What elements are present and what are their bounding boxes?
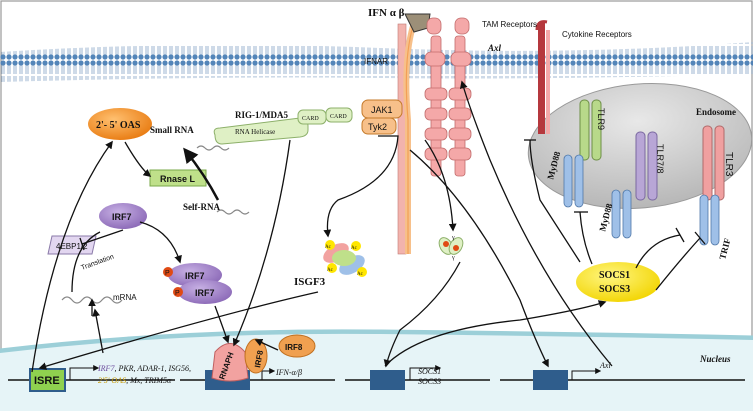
rnaph-shape: [211, 343, 249, 382]
irf8-free-label: IRF8: [285, 343, 303, 352]
cytokine-receptor: Cytokine Receptors: [535, 20, 632, 134]
ifn-ab-label: IFN α β: [368, 7, 405, 19]
axl-promoter-box: [533, 370, 568, 390]
gamma-label-2: γ: [451, 255, 455, 261]
gamma-label-1: γ: [451, 235, 455, 241]
isgf3-complex: Ac Ac Ac Ac: [323, 240, 367, 277]
isgf3-label: ISGF3: [294, 276, 326, 288]
irf7-single: [99, 203, 147, 229]
oas-label: 2'- 5' OAS: [96, 120, 141, 131]
ebp-label: 4EBP1/2: [56, 242, 88, 251]
rig1-mda5: RNA Helicase CARD CARD RIG-1/MDA5: [213, 107, 353, 145]
irf8-bound-label: IRF8: [253, 349, 265, 368]
isre-box: [29, 368, 66, 392]
socs3-gene-label: SOCS3: [418, 377, 441, 386]
ifnar-label: IFNAR: [364, 57, 388, 66]
axl-receptor-label: Axl: [487, 43, 502, 53]
irf7-single-label: IRF7: [112, 212, 132, 222]
tyk2-box: [361, 117, 397, 135]
rnase-l-label: Rnase L: [160, 174, 196, 184]
self-rna-label: Self-RNA: [183, 202, 220, 212]
nucleus-label: Nucleus: [699, 354, 731, 364]
ac-label-2: Ac: [351, 246, 358, 251]
mrna-label: mRNA: [113, 293, 137, 302]
tlr9-receptor: TLR9: [579, 99, 606, 161]
irf7-dimer-label-1: IRF7: [185, 271, 205, 281]
isg-line1-rest: , PKR, ADAR-1, ISG56,: [114, 364, 191, 373]
socs3-label: SOCS3: [599, 284, 630, 295]
irf8-bound: [244, 338, 268, 374]
cytokine-receptors-label: Cytokine Receptors: [562, 30, 632, 39]
isg-list-line2: 2'5' OAS, Mx, TRIM5α: [98, 376, 172, 385]
card-label-2: CARD: [330, 114, 347, 120]
tam-receptor: [424, 17, 472, 177]
isg-oas-text: 2'5' OAS: [98, 376, 126, 385]
irf7-dimer: IRF7 IRF7 P P: [163, 263, 232, 304]
tss-arrows: [69, 365, 602, 380]
irf7-dimer-label-2: IRF7: [195, 288, 215, 298]
socs-promoter-box: [370, 370, 405, 390]
phospho-label-2: P: [175, 290, 180, 297]
rna-helicase-label: RNA Helicase: [235, 128, 275, 136]
ifn-gene-label: IFN-α/β: [275, 368, 302, 377]
ac-label-4: Ac: [357, 272, 364, 277]
tlr78-label: TLR7/8: [655, 144, 665, 174]
tyk2-label: Tyk2: [368, 122, 387, 132]
tlr78-receptor: TLR7/8: [635, 131, 665, 201]
socs1-label: SOCS1: [599, 270, 630, 281]
isg-list-line1: IRF7, PKR, ADAR-1, ISG56,: [97, 364, 191, 373]
inhibition-lines: [79, 139, 706, 291]
plasma-membrane: [0, 42, 753, 82]
ac-label-1: Ac: [325, 245, 332, 250]
card-label-1: CARD: [302, 116, 319, 122]
oas-ellipse: [88, 108, 152, 140]
jak1-label: JAK1: [371, 105, 393, 115]
endosome-label: Endosome: [696, 107, 736, 117]
tlr3-receptor: TLR3: [702, 125, 734, 201]
rig1-mda5-label: RIG-1/MDA5: [235, 110, 288, 120]
stat-gamma-dimer: γ γ: [438, 235, 464, 261]
isg-irf7-text: IRF7: [97, 364, 115, 373]
tlr3-label: TLR3: [723, 152, 734, 177]
ifnar-receptor: IFN α β IFNAR: [364, 7, 431, 255]
phospho-label-1: P: [165, 270, 170, 277]
tir-domains: [563, 154, 720, 246]
isg-line2-rest: , Mx, TRIM5α: [126, 376, 172, 385]
irf8-free: [278, 334, 316, 358]
signaling-arrows: [31, 80, 613, 373]
isre-label: ISRE: [34, 375, 60, 387]
socs1-gene-label: SOCS1: [418, 367, 441, 376]
tlr9-label: TLR9: [596, 108, 606, 130]
axl-gene-label: Axl: [599, 361, 611, 370]
socs-ellipse: [576, 262, 660, 302]
ac-label-3: Ac: [327, 268, 334, 273]
tam-receptors-label: TAM Receptors: [482, 20, 537, 29]
small-rna-label: Small RNA: [150, 125, 194, 135]
